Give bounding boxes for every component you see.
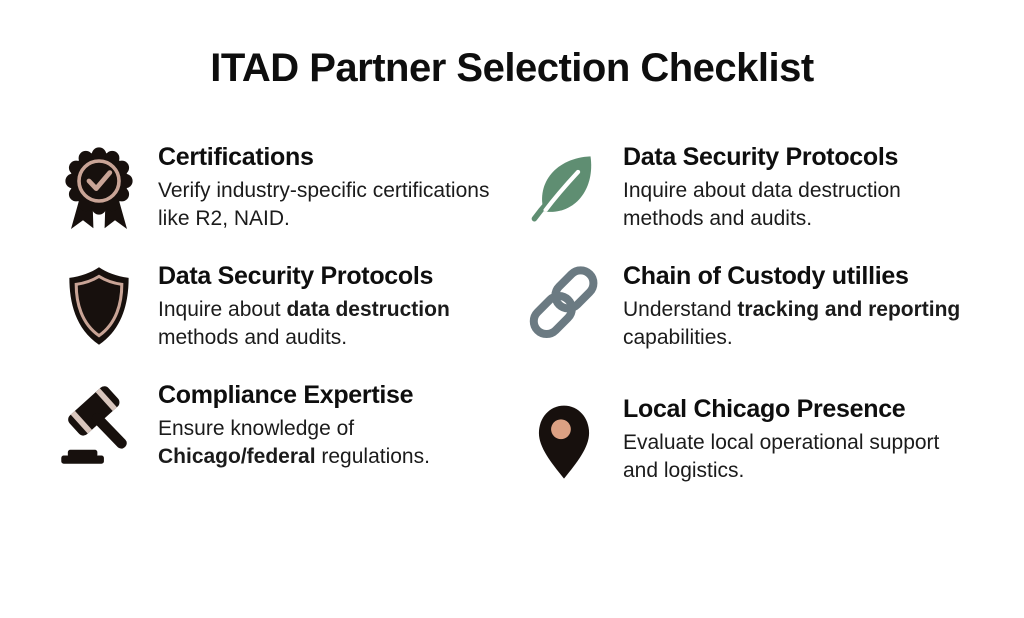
item-description: Verify industry-specific certifications …: [158, 179, 490, 230]
page-title: ITAD Partner Selection Checklist: [210, 46, 814, 90]
item-title: Data Security Protocols: [623, 143, 899, 171]
checklist-item-data-security-shield: Data Security Protocols Inquire about da…: [56, 260, 521, 379]
shield-icon: [56, 260, 142, 350]
checklist-item-local-chicago-presence: Local Chicago Presence Evaluate local op…: [521, 393, 986, 512]
checklist-item-data-security-leaf: Data Security Protocols Inquire about da…: [521, 141, 986, 260]
item-description: Inquire about data destruction methods a…: [158, 298, 450, 349]
item-title: Chain of Custody utillies: [623, 262, 909, 290]
item-description: Ensure knowledge of Chicago/federal regu…: [158, 417, 430, 468]
gavel-icon: [56, 379, 142, 471]
item-description: Inquire about data destruction methods a…: [623, 179, 901, 230]
checklist-item-chain-of-custody: Chain of Custody utillies Understand tra…: [521, 260, 986, 379]
map-pin-icon: [521, 393, 607, 487]
item-title: Data Security Protocols: [158, 262, 434, 290]
checklist-item-compliance-expertise: Compliance Expertise Ensure knowledge of…: [56, 379, 521, 512]
checklist-item-certifications: Certifications Verify industry-specific …: [56, 141, 521, 260]
checklist-grid: Certifications Verify industry-specific …: [56, 141, 1024, 512]
item-title: Local Chicago Presence: [623, 395, 906, 423]
item-title: Certifications: [158, 143, 314, 171]
award-ribbon-icon: [56, 141, 142, 235]
item-title: Compliance Expertise: [158, 381, 414, 409]
chain-link-icon: [521, 260, 607, 352]
item-description: Understand tracking and reporting capabi…: [623, 298, 961, 349]
item-description: Evaluate local operational support and l…: [623, 431, 940, 482]
leaf-icon: [521, 141, 607, 229]
